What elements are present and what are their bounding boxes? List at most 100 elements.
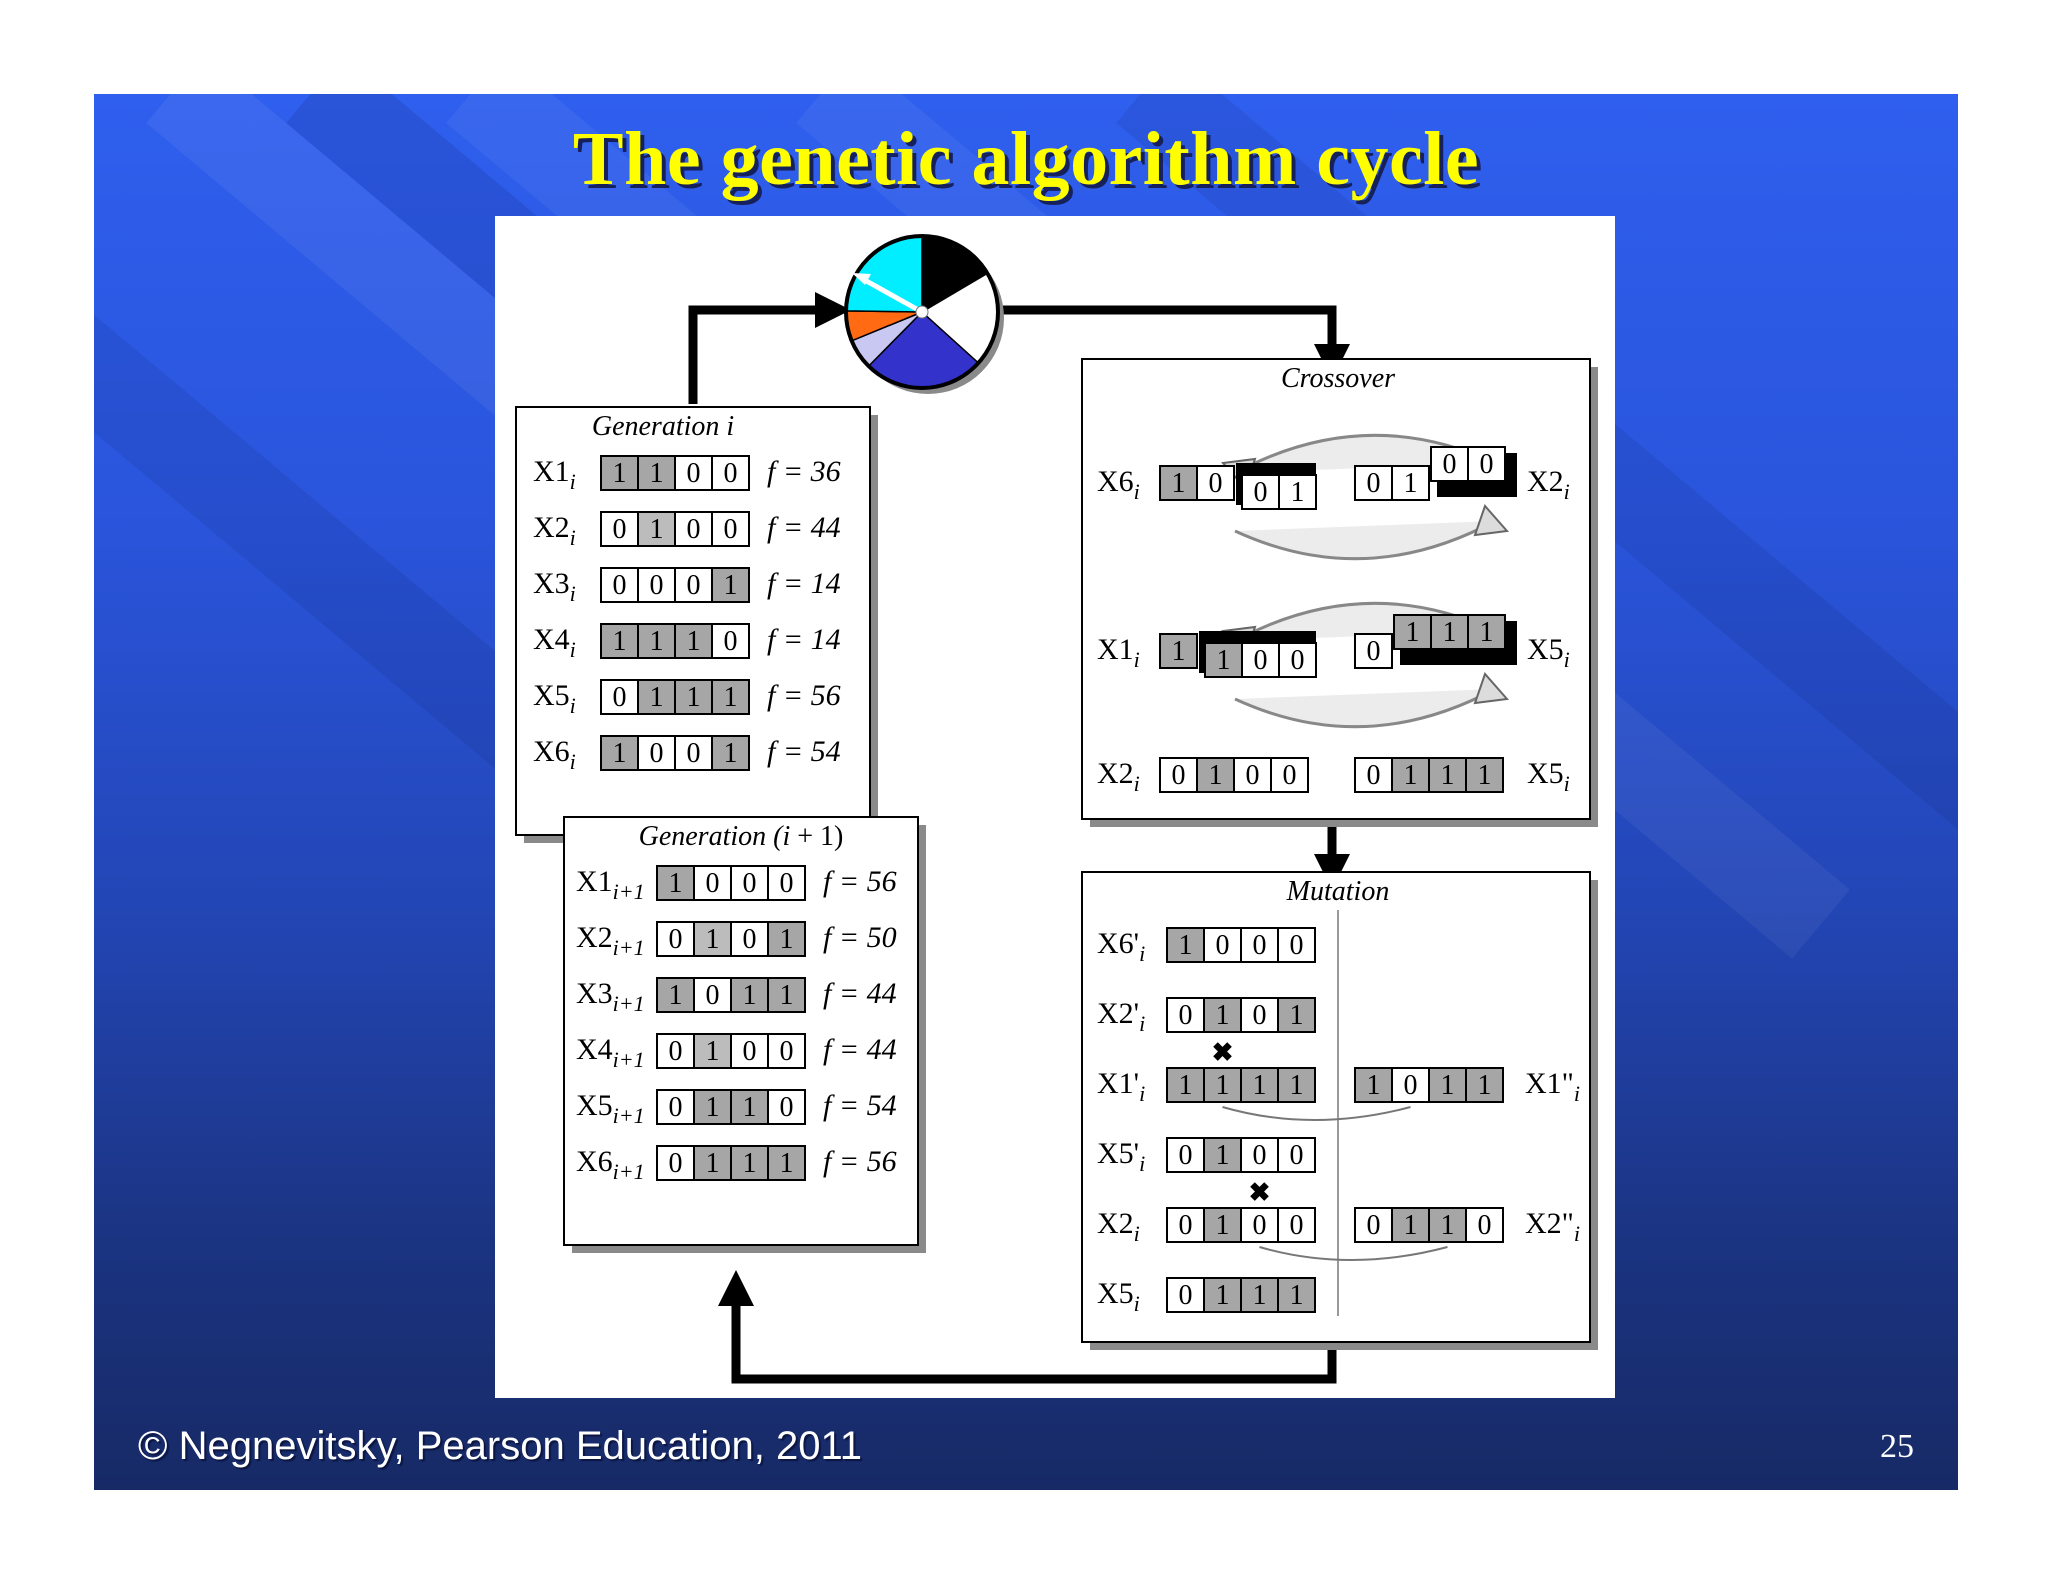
gene-cell — [693, 921, 732, 957]
gene-value: 0 — [1480, 449, 1494, 480]
fitness-value: f = 44 — [767, 511, 841, 544]
gene-value: 0 — [1246, 760, 1260, 791]
gene-value: 1 — [724, 570, 738, 601]
gene-cell — [1166, 1067, 1205, 1103]
gene-value: 0 — [1290, 1140, 1304, 1171]
roulette-wheel — [844, 234, 1004, 394]
gene-cell — [1354, 1207, 1393, 1243]
gene-cell — [767, 921, 806, 957]
mutation-mark-icon: ✖ — [1212, 1038, 1234, 1067]
chromosome-label: X1'i — [1097, 1067, 1145, 1106]
gene-value: 0 — [687, 738, 701, 769]
gene-cell — [1277, 1277, 1316, 1313]
parent-label: X1i — [1097, 633, 1140, 672]
parent-label: X6i — [1097, 465, 1140, 504]
chromosome-label: X5i — [1097, 1277, 1140, 1316]
gene-cell — [693, 1089, 732, 1125]
chromosome-label: X3i — [533, 567, 576, 606]
gene-value: 0 — [650, 738, 664, 769]
gene-cell — [674, 455, 713, 491]
gene-cell — [600, 679, 639, 715]
gene-value: 0 — [1179, 1210, 1193, 1241]
gene-cell — [1277, 1137, 1316, 1173]
wheel-pointer — [859, 275, 924, 315]
gene-value: 0 — [1254, 477, 1268, 508]
gene-value: 1 — [613, 626, 627, 657]
gene-value: 1 — [743, 1092, 757, 1123]
gene-value: 1 — [687, 626, 701, 657]
gene-cell — [1430, 446, 1469, 482]
gene-cell — [711, 735, 750, 771]
gene-value: 1 — [1480, 617, 1494, 648]
gene-cell — [637, 735, 676, 771]
gene-value: 1 — [1172, 636, 1186, 667]
gene-value: 1 — [743, 980, 757, 1011]
gene-cell — [1465, 1067, 1504, 1103]
gene-cell — [1159, 465, 1198, 501]
chromosome-label: X3i+1 — [576, 977, 645, 1016]
gene-value: 0 — [1253, 930, 1267, 961]
gene-value: 1 — [780, 1148, 794, 1179]
gene-value: 0 — [743, 1036, 757, 1067]
gene-value: 1 — [613, 458, 627, 489]
gene-value: 1 — [1216, 1280, 1230, 1311]
mutant-label: X1"i — [1525, 1067, 1580, 1106]
gene-value: 0 — [1253, 1000, 1267, 1031]
gene-value: 1 — [724, 738, 738, 769]
gene-cell — [656, 1145, 695, 1181]
slide-title: The genetic algorithm cycle — [572, 117, 1480, 201]
gene-value: 1 — [1443, 617, 1457, 648]
gene-cell — [1203, 1067, 1242, 1103]
gene-cell — [1277, 997, 1316, 1033]
chromosome-label: X2i+1 — [576, 921, 645, 960]
gene-value: 0 — [1179, 1000, 1193, 1031]
gene-cell — [1354, 633, 1393, 669]
gene-value: 0 — [1367, 1210, 1381, 1241]
page-number: 25 — [1880, 1428, 1914, 1465]
gene-value: 1 — [706, 1092, 720, 1123]
gene-cell — [674, 623, 713, 659]
gene-value: 0 — [650, 570, 664, 601]
gene-cell — [693, 977, 732, 1013]
gene-cell — [637, 623, 676, 659]
gene-value: 0 — [1367, 468, 1381, 499]
gene-cell — [730, 977, 769, 1013]
wheel-pointer-head — [852, 273, 871, 285]
gene-value: 0 — [724, 458, 738, 489]
gene-cell — [1277, 927, 1316, 963]
gene-value: 1 — [1253, 1280, 1267, 1311]
gene-value: 1 — [780, 924, 794, 955]
generation-i1-title: Generation (i + 1) — [639, 821, 844, 852]
gene-cell — [767, 1033, 806, 1069]
gene-cell — [767, 1145, 806, 1181]
arrow-to-next-generation — [718, 1270, 1337, 1384]
gene-cell — [600, 623, 639, 659]
mutation-link — [1259, 1246, 1448, 1261]
gene-cell — [711, 679, 750, 715]
gene-cell — [1278, 642, 1317, 678]
gene-value: 1 — [706, 924, 720, 955]
gene-value: 0 — [687, 514, 701, 545]
gene-value: 0 — [687, 458, 701, 489]
